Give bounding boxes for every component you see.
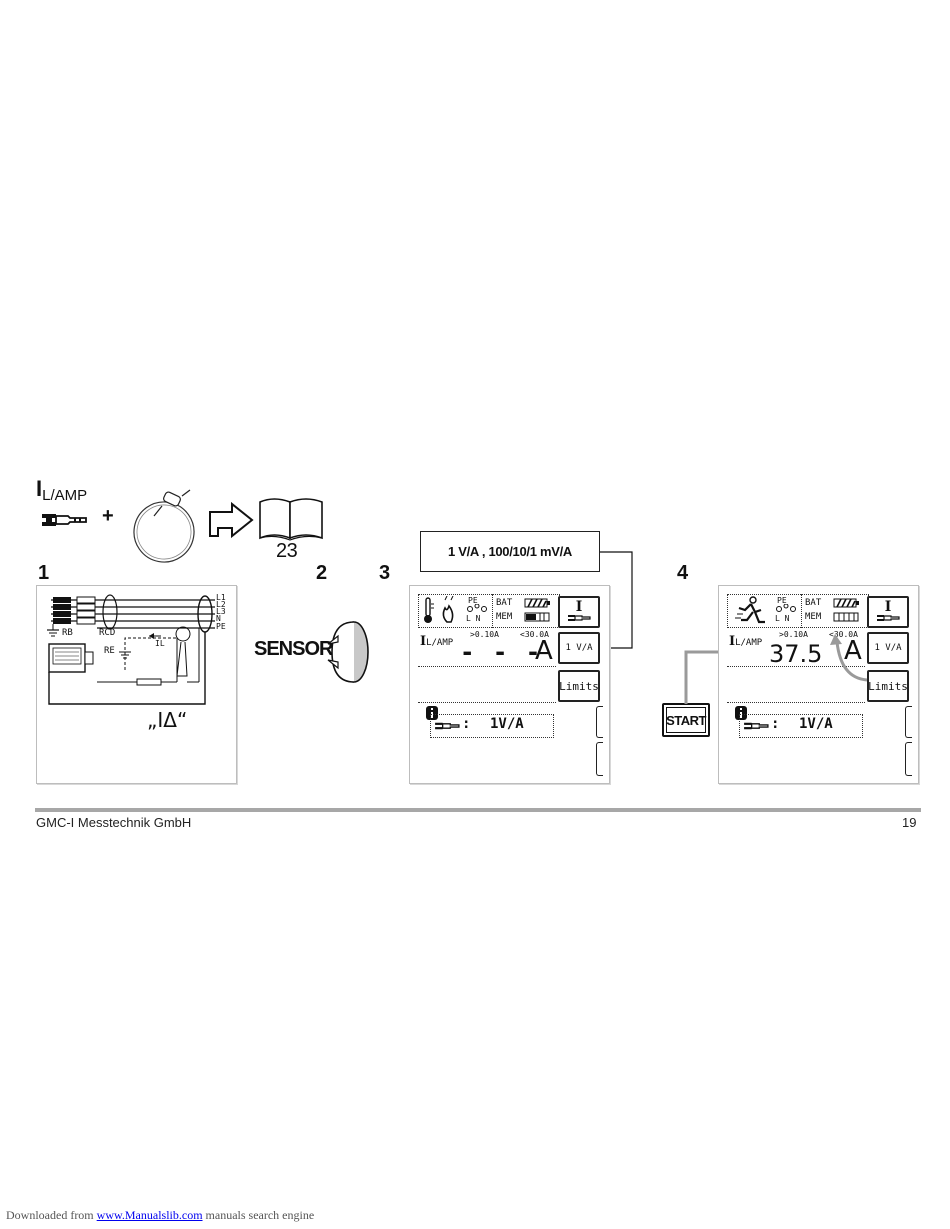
- polarity-dots-icon: [467, 604, 487, 612]
- mode-current-label: I: [575, 599, 583, 615]
- function-label-sub: L/AMP: [42, 487, 88, 504]
- screen-panel-step3: PE L N BAT MEM I IL/AMP >0.10A <30.0A - …: [409, 585, 610, 784]
- memory-icon: [524, 612, 550, 622]
- footer-page-number: 19: [902, 815, 917, 830]
- measure-label: IL/AMP: [420, 632, 453, 650]
- range-1va-label: 1 V/A: [874, 643, 902, 653]
- softkey-bracket: [596, 742, 603, 776]
- measure-label-main: I: [729, 634, 736, 649]
- range-1va-button[interactable]: 1 V/A: [558, 632, 600, 664]
- wiring-label-rb: RB: [62, 628, 73, 638]
- function-label-main: I: [36, 476, 43, 501]
- pe-indicator: PE: [468, 596, 478, 605]
- start-button-label: START: [666, 712, 706, 728]
- sensor-label: SENSOR: [254, 638, 333, 660]
- clamp-range-text: 1 V/A , 100/10/1 mV/A: [447, 544, 572, 559]
- range-high: <30.0A: [829, 630, 858, 639]
- clamp-adapter-icon: [877, 615, 900, 621]
- limits-button[interactable]: Limits: [867, 670, 909, 702]
- clamp-adapter-icon: [568, 615, 591, 621]
- manual-page-number: 23: [276, 540, 298, 562]
- battery-icon: [833, 598, 859, 608]
- battery-icon: [524, 598, 550, 608]
- mode-current-label: I: [884, 599, 892, 615]
- download-prefix: Downloaded from: [6, 1208, 97, 1222]
- wiring-label-n: N: [216, 614, 221, 623]
- manualslib-link[interactable]: www.Manualslib.com: [96, 1208, 203, 1222]
- clamp-setting-colon: :: [462, 716, 471, 732]
- clamp-setting-colon: :: [771, 716, 780, 732]
- limits-label: Limits: [559, 679, 599, 693]
- range-1va-label: 1 V/A: [565, 643, 593, 653]
- wiring-label-re: RE: [104, 646, 115, 656]
- info-icon: [426, 706, 438, 720]
- see-manual-arrow-icon: [209, 501, 254, 539]
- wiring-label-l2: L2: [216, 600, 226, 609]
- range-high: <30.0A: [520, 630, 549, 639]
- rotate-selector-icon: [327, 621, 369, 683]
- wiring-label-rcd: RCD: [99, 628, 116, 638]
- wiring-label-l3: L3: [216, 607, 226, 616]
- manual-book-icon: [259, 498, 323, 541]
- limits-button[interactable]: Limits: [558, 670, 600, 702]
- info-icon: [735, 706, 747, 720]
- reading-unit: A: [844, 636, 862, 666]
- ln-indicator: L N: [775, 614, 790, 623]
- clamp-adapter-icon: [42, 514, 87, 526]
- download-notice: Downloaded from www.Manualslib.com manua…: [6, 1208, 314, 1223]
- memory-icon: [833, 612, 859, 622]
- clamp-setting-value: 1V/A: [799, 716, 833, 732]
- reading-value: - - -: [460, 638, 543, 666]
- clamp-setting-value: 1V/A: [490, 716, 524, 732]
- footer-company: GMC-I Messtechnik GmbH: [36, 815, 192, 830]
- wiring-label-pe: PE: [216, 622, 226, 631]
- measure-label: IL/AMP: [729, 632, 762, 650]
- measure-label-main: I: [420, 634, 427, 649]
- softkey-bracket: [596, 706, 603, 738]
- running-person-icon: [735, 596, 765, 624]
- function-label: IL/AMP: [36, 476, 116, 504]
- footer-rule: [35, 808, 921, 812]
- polarity-dots-icon: [776, 604, 796, 612]
- thermometer-flame-icon: [424, 596, 454, 623]
- measure-label-sub: L/AMP: [426, 638, 454, 648]
- range-1va-button[interactable]: 1 V/A: [867, 632, 909, 664]
- softkey-bracket: [905, 742, 912, 776]
- clamp-setting-box: [430, 714, 554, 738]
- reading-value: 37.5: [769, 640, 823, 668]
- limits-label: Limits: [868, 679, 908, 693]
- mode-current-button[interactable]: I: [558, 596, 600, 628]
- battery-label: BAT: [496, 598, 513, 608]
- step-number-2: 2: [316, 562, 327, 584]
- memory-label: MEM: [805, 612, 822, 622]
- step-number-4: 4: [677, 562, 688, 584]
- reading-unit: A: [535, 636, 553, 666]
- memory-label: MEM: [496, 612, 513, 622]
- wiring-label-l1: L1: [216, 593, 226, 602]
- clamp-setting-box: [739, 714, 863, 738]
- wiring-diagram: [47, 594, 215, 705]
- limits-to-range-arrow: [830, 634, 868, 682]
- measure-label-sub: L/AMP: [735, 638, 763, 648]
- wiring-diagram-panel: L1 L2 L3 N PE RB RCD RE IL „IΔ“: [36, 585, 237, 784]
- plus-sign: +: [102, 505, 114, 527]
- download-suffix: manuals search engine: [202, 1208, 315, 1222]
- clamp-adapter-icon: [744, 722, 769, 730]
- softkey-bracket: [905, 706, 912, 738]
- clamp-adapter-icon: [435, 722, 460, 730]
- start-button[interactable]: START: [662, 703, 710, 737]
- pe-indicator: PE: [777, 596, 787, 605]
- range-low: >0.10A: [779, 630, 808, 639]
- step-number-1: 1: [38, 562, 49, 584]
- ln-indicator: L N: [466, 614, 481, 623]
- range-low: >0.10A: [470, 630, 499, 639]
- mode-current-button[interactable]: I: [867, 596, 909, 628]
- residual-current-label: „IΔ“: [147, 708, 188, 732]
- clamp-range-callout: 1 V/A , 100/10/1 mV/A: [420, 531, 600, 572]
- wiring-label-il: IL: [155, 639, 165, 648]
- battery-label: BAT: [805, 598, 822, 608]
- step-number-3: 3: [379, 562, 390, 584]
- screen-panel-step4: PE L N BAT MEM I IL/AMP >0.10A <30.0A 37…: [718, 585, 919, 784]
- current-clamp-icon: [133, 489, 195, 563]
